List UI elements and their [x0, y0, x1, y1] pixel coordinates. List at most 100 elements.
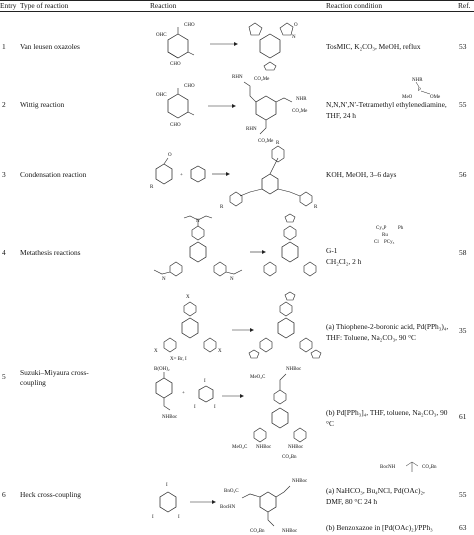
row5b-condition-line1: (b) Pd[PPh₃]₄, THF, toluene, Na₂CO₃, 90	[326, 408, 448, 417]
row6b-condition: (b) Benzoxazoe in [Pd(OAc)₂]/PPh₃	[326, 523, 433, 532]
bochn-label: BocHN	[220, 505, 236, 510]
rhn-label: RHN	[232, 75, 243, 80]
plus-sign-2: +	[182, 391, 185, 396]
grubbs-pcy3-label: PCy₃	[384, 240, 395, 245]
co2bn-label-2: CO₂Bn	[282, 455, 297, 460]
cho-label-2: CHO	[170, 62, 181, 67]
row2-ref: 55	[459, 100, 467, 109]
row6a-condition-line2: DMF, 80 °C 24 h	[326, 497, 378, 506]
row6-type: Heck cross-coupling	[20, 490, 81, 499]
co2bn-label: CO₂Bn	[422, 465, 437, 470]
n-label-4: N	[230, 277, 234, 282]
co2me-label-3: CO₂Me	[258, 139, 274, 144]
i-label-6: I	[178, 515, 180, 520]
header-rule	[0, 11, 474, 12]
co2me-label-2: CO₂Me	[292, 109, 308, 114]
r-label-3: R	[220, 205, 224, 210]
row6-entry: 6	[2, 490, 6, 499]
grubbs-ph-label: Ph	[398, 226, 404, 231]
header-ref: Ref.	[458, 1, 471, 10]
row1-entry: 1	[2, 42, 6, 51]
i-label-3: I	[214, 405, 216, 410]
nhboc-label-5: NHBoc	[292, 479, 308, 484]
meo2c-label: MeO₂C	[250, 375, 266, 380]
row3-entry: 3	[2, 170, 6, 179]
ome-label: OMe	[430, 95, 441, 100]
x-label-2: X	[154, 349, 158, 354]
row5a-reaction-scheme: X X X X= Br, I	[150, 290, 322, 362]
row2-reaction-scheme: OHC CHO CHO RHN CO₂Me NHR CO₂Me RHN CO₂M…	[150, 72, 320, 144]
row5a-ref: 35	[459, 326, 467, 335]
cho-label-1: CHO	[184, 23, 195, 28]
row6-reaction-scheme: I I I CO₂Bn NHBoc BnO₂C BocHN CO₂Bn NHBo…	[150, 452, 320, 534]
row2-entry: 2	[2, 100, 6, 109]
i-label-4: I	[166, 483, 168, 488]
nhboc-label-4: NHBoc	[288, 445, 304, 450]
table-top-rule	[0, 0, 474, 1]
co2me-label: CO₂Me	[254, 77, 270, 82]
header-condition: Reaction condition	[326, 1, 383, 10]
row4-ref: 58	[459, 248, 467, 257]
row3-type: Condensation reaction	[20, 170, 87, 179]
i-label-2: I	[194, 405, 196, 410]
row6b-ref: 63	[459, 523, 467, 532]
grubbs-cy-label: Cy₃P	[376, 226, 387, 231]
row2-type: Wittig reaction	[20, 100, 65, 109]
o-label: O	[294, 23, 298, 28]
row3-ref: 56	[459, 170, 467, 179]
row4-grubbs-catalyst: Cy₃P Ph Ru Cl PCy₃	[362, 224, 422, 251]
rhn-label-2: RHN	[246, 127, 257, 132]
row1-reaction-scheme: OHC CHO CHO O N	[150, 14, 320, 71]
row6a-condition-line1: (a) NaHCO₃, Bu₄NCl, Pd(OAc)₂,	[326, 486, 425, 495]
row3-reaction-scheme: O R + R R R	[150, 140, 320, 212]
row5-type-line2: coupling	[20, 378, 46, 387]
nhboc-label-3: NHBoc	[256, 445, 272, 450]
r-label: R	[150, 185, 154, 190]
meo2c-label-2: MeO₂C	[232, 445, 248, 450]
row5b-ref: 61	[459, 412, 467, 421]
o-label-2: O	[168, 153, 172, 158]
row1-type: Van leusen oxazoles	[20, 42, 80, 51]
row2-condition-line1: N,N,N′,N′-Tetramethyl ethylenediamine,	[326, 100, 447, 109]
row4-condition-line2: CH₂Cl₂, 2 h	[326, 257, 362, 266]
n-label-3: N	[162, 277, 166, 282]
nhboc-label-2: NHBoc	[286, 367, 302, 372]
x-definition: X= Br, I	[170, 357, 187, 362]
row5a-condition-line1: (a) Thiophene-2-boronic acid, Pd(PPh₃)₄,	[326, 322, 449, 331]
header-reaction: Reaction	[150, 1, 177, 10]
row5a-condition-line2: THF: Toluene, Na₂CO₃, 90 °C	[326, 333, 416, 342]
bocnh-label: BocNH	[380, 465, 396, 470]
row4-condition-line1: G-1	[326, 246, 338, 255]
x-label-3: X	[218, 349, 222, 354]
meo-label: MeO	[402, 95, 413, 100]
header-entry: Entry	[0, 1, 17, 10]
row2-phosphonate-reagent: NHR P MeO OMe	[392, 76, 452, 107]
plus-sign: +	[180, 173, 183, 178]
row6-acrylate-reagent: BocNH CO₂Bn	[378, 458, 458, 481]
i-label-1: I	[204, 379, 206, 384]
nhboc-label-6: NHBoc	[282, 529, 298, 534]
row1-ref: 53	[459, 42, 467, 51]
p-label: P	[418, 88, 421, 93]
n-label-2: N	[196, 219, 200, 224]
r-label-4: R	[314, 205, 318, 210]
row5-entry: 5	[2, 372, 6, 381]
grubbs-cl-label: Cl	[374, 240, 379, 245]
cho-label-3: CHO	[184, 84, 195, 89]
row2-condition-line2: THF, 24 h	[326, 111, 356, 120]
row4-reaction-scheme: N N N	[150, 212, 320, 288]
row4-type: Metathesis reactions	[20, 248, 81, 257]
header-type: Type of reaction	[20, 1, 69, 10]
i-label-5: I	[152, 515, 154, 520]
nhr-label: NHR	[296, 97, 307, 102]
bno2c-label: BnO₂C	[224, 489, 239, 494]
row5b-condition-line2: °C	[326, 419, 334, 428]
r-label-2: R	[276, 141, 280, 146]
row5-type-line1: Suzuki–Miyaura cross-	[20, 368, 89, 377]
ohc-label: OHC	[156, 33, 167, 38]
grubbs-ru-label: Ru	[382, 233, 388, 238]
row5b-reaction-scheme: B(OH)₂ NHBoc + I I I NHBoc MeO₂C MeO₂C N…	[150, 364, 320, 450]
row4-entry: 4	[2, 248, 6, 257]
n-label: N	[292, 35, 296, 40]
